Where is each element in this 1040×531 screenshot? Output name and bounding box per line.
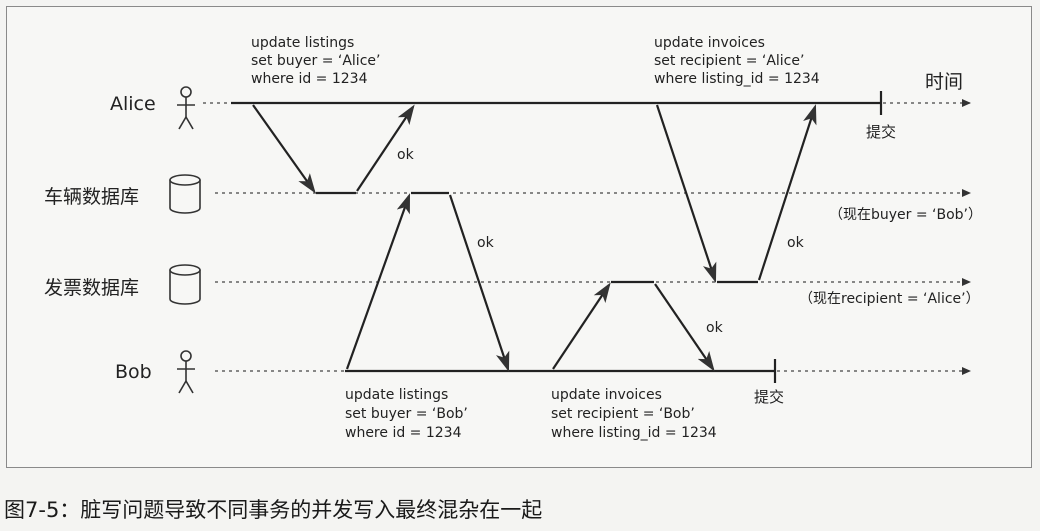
arrow-bob-to-vehicle-db <box>345 193 411 370</box>
ok-label-3: ok <box>706 320 724 336</box>
arrow-alice-to-vehicle-db <box>252 104 316 194</box>
alice-person-icon <box>177 86 195 130</box>
alice-q1-line3: where id = 1234 <box>251 71 368 87</box>
diagram-frame: Alice 时间 提交 车辆数据库 （现在buyer = ‘Bob’） 发票数据… <box>6 6 1032 468</box>
alice-q1-line2: set buyer = ‘Alice’ <box>251 53 380 69</box>
alice-label: Alice <box>110 93 156 115</box>
bob-label: Bob <box>115 361 152 383</box>
db-vehicle-icon <box>169 174 201 214</box>
bob-q1-line3: where id = 1234 <box>345 425 462 441</box>
arrow-invoice-db-ok-to-alice <box>757 104 817 281</box>
bob-query-listings: update listings set buyer = ‘Bob’ where … <box>345 387 468 441</box>
ok-label-2: ok <box>477 235 495 251</box>
ok-label-1: ok <box>397 147 415 163</box>
bob-q2-line3: where listing_id = 1234 <box>551 425 717 441</box>
arrow-bob-to-invoice-db <box>552 282 611 370</box>
bob-query-invoices: update invoices set recipient = ‘Bob’ wh… <box>551 387 717 441</box>
db-invoice-icon <box>169 264 201 305</box>
alice-query-listings: update listings set buyer = ‘Alice’ wher… <box>251 35 380 87</box>
note-invoice-now: （现在recipient = ‘Alice’） <box>799 291 980 307</box>
arrow-vehicle-db-ok-to-bob <box>448 194 510 372</box>
bob-q1-line1: update listings <box>345 387 448 403</box>
alice-q2-line1: update invoices <box>654 35 765 51</box>
arrow-invoice-db-ok-to-bob <box>654 283 715 372</box>
sequence-diagram: Alice 时间 提交 车辆数据库 （现在buyer = ‘Bob’） 发票数据… <box>44 35 982 441</box>
alice-q2-line3: where listing_id = 1234 <box>654 71 820 87</box>
arrow-alice-to-invoice-db <box>655 104 717 283</box>
figure-caption: 图7-5：脏写问题导致不同事务的并发写入最终混杂在一起 <box>4 498 543 522</box>
alice-query-invoices: update invoices set recipient = ‘Alice’ … <box>654 35 820 87</box>
note-vehicle-now: （现在buyer = ‘Bob’） <box>829 207 982 223</box>
bob-q1-line2: set buyer = ‘Bob’ <box>345 406 468 422</box>
time-label: 时间 <box>925 71 963 93</box>
bob-person-icon <box>177 350 195 394</box>
alice-q1-line1: update listings <box>251 35 354 51</box>
db-vehicle-label: 车辆数据库 <box>44 186 139 208</box>
db-invoice-label: 发票数据库 <box>44 277 139 299</box>
alice-commit-label: 提交 <box>866 123 896 141</box>
arrow-vehicle-db-ok-to-alice <box>356 104 415 192</box>
ok-label-4: ok <box>787 235 805 251</box>
bob-q2-line1: update invoices <box>551 387 662 403</box>
bob-commit-label: 提交 <box>754 388 784 406</box>
alice-q2-line2: set recipient = ‘Alice’ <box>654 53 804 69</box>
bob-q2-line2: set recipient = ‘Bob’ <box>551 406 695 422</box>
